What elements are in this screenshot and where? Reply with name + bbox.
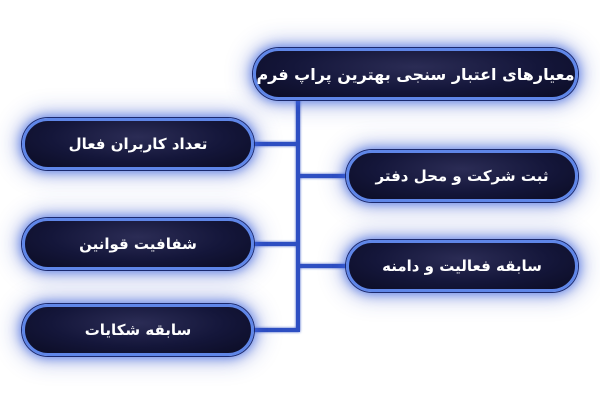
node-complaints-history: سابقه شکایات	[22, 304, 254, 356]
node-label: شفافیت قوانین	[79, 235, 197, 253]
diagram-title-node: معیارهای اعتبار سنجی بهترین پراپ فرم	[253, 48, 578, 100]
node-company-registration: ثبت شرکت و محل دفتر	[346, 150, 578, 202]
node-label: تعداد کاربران فعال	[68, 135, 208, 153]
node-label: سابقه فعالیت و دامنه	[382, 257, 542, 275]
node-active-users: تعداد کاربران فعال	[22, 118, 254, 170]
node-rules-transparency: شفافیت قوانین	[22, 218, 254, 270]
diagram-title: معیارهای اعتبار سنجی بهترین پراپ فرم	[256, 64, 575, 84]
node-label: ثبت شرکت و محل دفتر	[375, 167, 549, 185]
node-activity-history: سابقه فعالیت و دامنه	[346, 240, 578, 292]
node-label: سابقه شکایات	[84, 321, 192, 339]
